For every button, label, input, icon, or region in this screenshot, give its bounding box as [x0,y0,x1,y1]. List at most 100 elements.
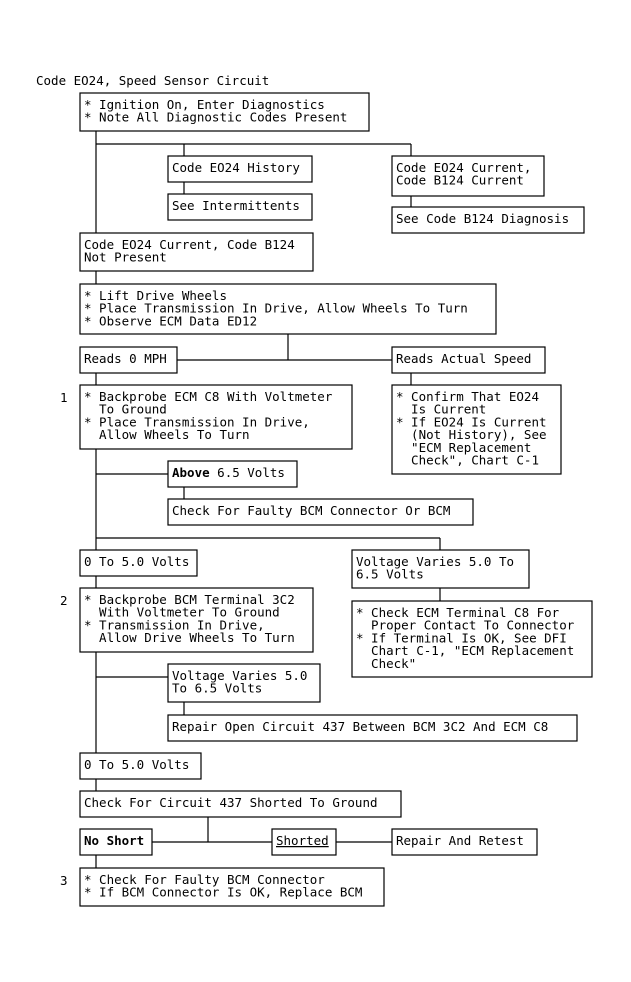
box-lift-wheels: * Lift Drive Wheels* Place Transmission … [79,283,497,335]
box-text-line: * If BCM Connector Is OK, Replace BCM [84,885,362,900]
label-rest: 6.5 Volts [210,465,285,480]
box-repair-open: Repair Open Circuit 437 Between BCM 3C2 … [167,714,578,742]
box-text-line: Is Current [396,402,486,417]
box-reads-actual: Reads Actual Speed [391,346,546,374]
box-text-line: * Observe ECM Data ED12 [84,313,257,328]
box-ignition: * Ignition On, Enter Diagnostics* Note A… [79,92,370,132]
box-text-line: * Lift Drive Wheels [84,288,227,303]
box-frame [391,384,562,475]
box-text-line: See Code B124 Diagnosis [396,211,569,226]
bold-label: Above [172,465,210,480]
box-text-line: * Backprobe ECM C8 With Voltmeter [84,389,333,404]
step-number-1: 1 [60,390,68,405]
box-current-b124: Code EO24 Current,Code B124 Current [391,155,545,197]
box-text-line: * Confirm That EO24 [396,389,539,404]
box-intermittents: See Intermittents [167,193,313,221]
box-frame [79,92,370,132]
box-frame [351,600,593,678]
box-text-line: Chart C-1, "ECM Replacement [356,643,574,658]
box-text-line: * If Terminal Is OK, See DFI [356,630,567,645]
box-shorted: Shorted [271,828,337,856]
box-text-line: * Check ECM Terminal C8 For [356,605,560,620]
box-backprobe-bcm: * Backprobe BCM Terminal 3C2 With Voltme… [79,587,314,653]
box-zero-to-5-b: 0 To 5.0 Volts [79,752,202,780]
box-no-short: No Short [79,828,153,856]
box-varies-b: Voltage Varies 5.0To 6.5 Volts [167,663,321,703]
box-frame [167,193,313,221]
box-text-line: Code B124 Current [396,173,524,188]
box-text-line: Allow Wheels To Turn [84,427,250,442]
box-text-line: See Intermittents [172,198,300,213]
box-confirm-eo24: * Confirm That EO24 Is Current* If EO24 … [391,384,562,475]
box-text-line: Check" [356,656,416,671]
box-text-line: Not Present [84,250,167,265]
box-frame [391,828,538,856]
box-frame [79,867,385,907]
box-text-line: To Ground [84,402,167,417]
box-frame [167,460,298,488]
box-text-line: * Backprobe BCM Terminal 3C2 [84,592,295,607]
box-backprobe-ecm: * Backprobe ECM C8 With Voltmeter To Gro… [79,384,353,450]
box-text-line: Code EO24 Current, [396,160,531,175]
box-text-line: With Voltmeter To Ground [84,605,280,620]
box-text-line: * Note All Diagnostic Codes Present [84,110,347,125]
box-text-line: Check For Circuit 437 Shorted To Ground [84,795,378,810]
box-frame [167,498,474,526]
box-text-line: Reads 0 MPH [84,351,167,366]
box-frame [351,549,530,589]
box-text-line: Voltage Varies 5.0 To [356,554,514,569]
box-frame [271,828,337,856]
box-frame [167,714,578,742]
box-text-line: * Check For Faulty BCM Connector [84,872,325,887]
box-text-line: Code EO24 History [172,160,300,175]
connector-lines [95,131,441,868]
box-text-line: * If EO24 Is Current [396,414,547,429]
box-text-line: Repair And Retest [396,833,524,848]
box-frame [79,384,353,450]
box-repair-retest: Repair And Retest [391,828,538,856]
box-frame [79,752,202,780]
box-frame [79,346,178,374]
box-faulty-bcm-conn: Check For Faulty BCM Connector Or BCM [167,498,474,526]
box-text-line: To 6.5 Volts [172,681,262,696]
box-varies-a: Voltage Varies 5.0 To6.5 Volts [351,549,530,589]
box-text-line: (Not History), See [396,427,547,442]
box-text-line: Repair Open Circuit 437 Between BCM 3C2 … [172,719,548,734]
box-check-437: Check For Circuit 437 Shorted To Ground [79,790,402,818]
box-frame [79,283,497,335]
box-frame [79,790,402,818]
box-above-65: Above 6.5 Volts [167,460,298,488]
flowchart-boxes: * Ignition On, Enter Diagnostics* Note A… [79,92,593,907]
box-frame [79,587,314,653]
box-history: Code EO24 History [167,155,313,183]
box-frame [79,232,314,272]
box-frame [167,663,321,703]
box-text-line: "ECM Replacement [396,440,531,455]
box-text-line: Above 6.5 Volts [172,465,285,480]
box-frame [391,346,546,374]
box-frame [167,155,313,183]
box-frame [391,155,545,197]
box-text-line: Allow Drive Wheels To Turn [84,630,295,645]
box-text-line: No Short [84,833,144,848]
box-text-line: 0 To 5.0 Volts [84,554,189,569]
box-text-line: * Place Transmission In Drive, [84,414,310,429]
box-see-b124: See Code B124 Diagnosis [391,206,585,234]
box-text-line: * Place Transmission In Drive, Allow Whe… [84,301,468,316]
box-check-ecm-c8: * Check ECM Terminal C8 For Proper Conta… [351,600,593,678]
box-text-line: Check", Chart C-1 [396,453,539,468]
box-zero-to-5-a: 0 To 5.0 Volts [79,549,198,577]
box-text-line: 6.5 Volts [356,567,424,582]
box-text-line: * Ignition On, Enter Diagnostics [84,97,325,112]
box-frame [79,549,198,577]
box-frame [391,206,585,234]
box-reads-0: Reads 0 MPH [79,346,178,374]
box-text-line: Voltage Varies 5.0 [172,668,307,683]
step-number-3: 3 [60,873,68,888]
box-text-line: * Transmission In Drive, [84,617,265,632]
box-text-line: Shorted [276,833,329,848]
box-final-bcm: * Check For Faulty BCM Connector* If BCM… [79,867,385,907]
box-text-line: Code EO24 Current, Code B124 [84,237,295,252]
